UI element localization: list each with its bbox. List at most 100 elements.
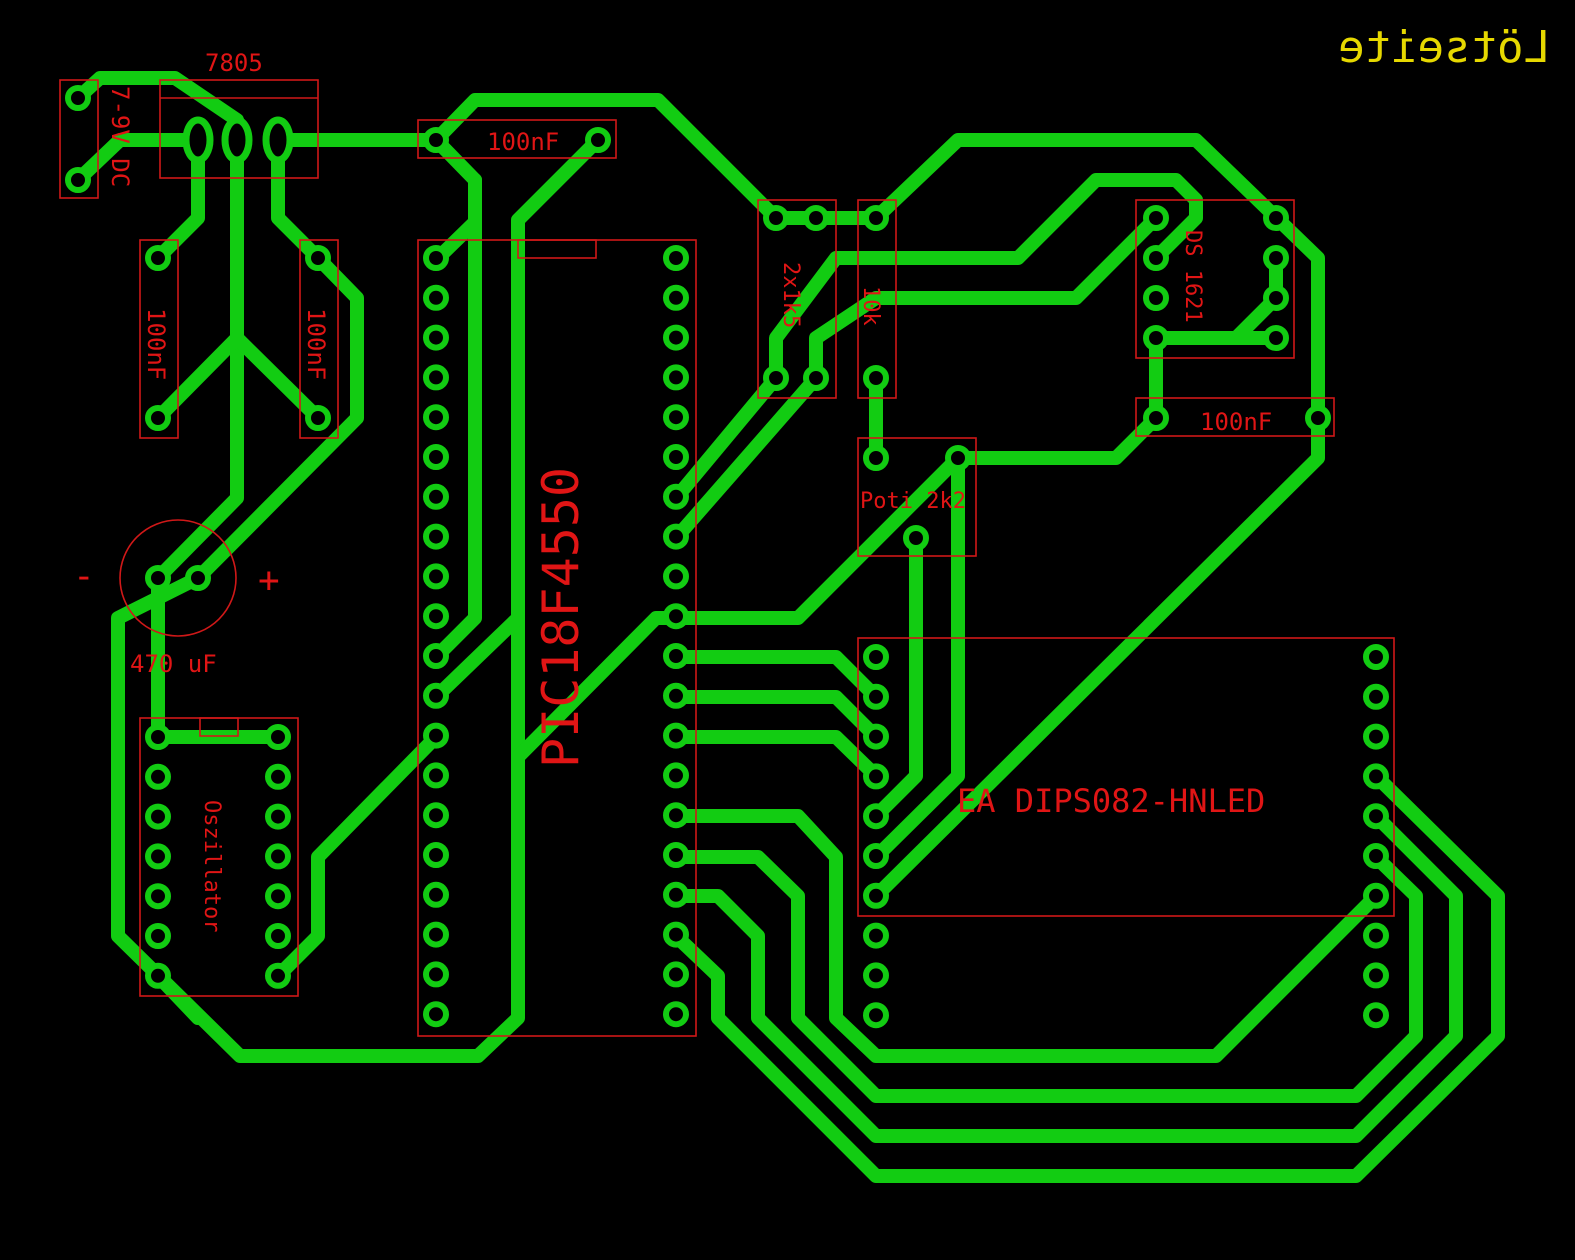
pad	[423, 682, 449, 709]
pad	[1143, 405, 1169, 431]
pad	[305, 245, 331, 271]
pad	[1363, 962, 1389, 989]
pad	[663, 364, 689, 391]
pad	[1363, 882, 1389, 909]
trace-poti-wiper	[869, 531, 923, 823]
pad	[145, 923, 171, 949]
pad	[221, 116, 253, 164]
trace-cap-to-elcap	[191, 251, 364, 585]
label-res-10k: 10k	[858, 286, 883, 326]
trace-input-top	[71, 71, 244, 147]
pad	[1363, 763, 1389, 790]
pad	[423, 921, 449, 948]
pad	[265, 962, 291, 989]
pad	[185, 565, 211, 591]
pad	[863, 683, 889, 710]
pad	[1363, 683, 1389, 710]
copper-traces	[71, 71, 1505, 1183]
pad	[182, 116, 214, 164]
pad	[262, 116, 294, 164]
trace-r2-mcu	[669, 371, 823, 545]
trace-mcu-disp-2	[669, 690, 883, 744]
trace-res-mcu-1	[769, 173, 1203, 385]
pad	[423, 404, 449, 431]
pad	[1143, 205, 1169, 231]
pad	[663, 842, 689, 868]
pad	[1263, 325, 1289, 351]
pad	[423, 563, 449, 590]
outline-7805	[159, 79, 319, 179]
pad	[863, 962, 889, 989]
pad	[863, 803, 889, 830]
pad	[265, 883, 291, 910]
trace-top-loop	[429, 93, 783, 225]
outline-res-pair	[757, 199, 837, 399]
pad	[863, 882, 889, 909]
label-elcap-value: 470 uF	[130, 650, 217, 678]
pad	[423, 364, 449, 391]
pad	[863, 723, 889, 750]
trace-gnd-split	[151, 331, 325, 425]
trace-100nf-right-down	[111, 133, 605, 1063]
trace-input-bottom	[71, 133, 205, 187]
trace-mcu-disp-3	[669, 730, 883, 783]
pad	[423, 722, 449, 749]
pad	[663, 1001, 689, 1028]
pad	[663, 961, 689, 988]
pad-columns	[145, 245, 1389, 1029]
pad	[803, 365, 829, 391]
label-cap-left1: 100nF	[142, 308, 170, 380]
pad	[803, 205, 829, 231]
label-elcap-minus: -	[73, 556, 95, 597]
pad	[423, 245, 449, 271]
pad	[423, 961, 449, 988]
pad	[863, 763, 889, 790]
trace-loop-2	[669, 850, 1423, 1103]
pad	[145, 565, 171, 591]
pad	[265, 803, 291, 830]
trace-res-mcu-2	[809, 211, 1163, 385]
pad	[65, 167, 91, 193]
pad	[945, 445, 971, 471]
label-display: EA DIPS082-HNLED	[957, 782, 1265, 820]
pad	[265, 763, 291, 790]
pad	[663, 245, 689, 271]
pad	[663, 563, 689, 590]
pad	[305, 405, 331, 431]
label-oscillator: Oszillator	[199, 800, 224, 932]
component-labels: 7805 7-9V DC 100nF 100nF 100nF - + 470 u…	[73, 49, 1272, 932]
pad	[763, 205, 789, 231]
pad	[663, 444, 689, 470]
pad	[1143, 245, 1169, 271]
pad	[1363, 723, 1389, 750]
pad	[863, 365, 889, 391]
label-cap-right: 100nF	[1200, 408, 1272, 436]
pad	[663, 762, 689, 789]
pad	[1363, 1002, 1389, 1029]
pad	[265, 843, 291, 870]
outline-cap-right	[1135, 397, 1335, 437]
pad	[663, 523, 689, 550]
pad	[663, 284, 689, 311]
pad	[663, 722, 689, 749]
trace-loop-4	[669, 769, 1505, 1183]
pad	[1263, 285, 1289, 311]
pad	[903, 525, 929, 551]
pad	[145, 763, 171, 790]
trace-reg-gnd-leg	[151, 133, 244, 585]
pad	[863, 205, 889, 231]
pad	[423, 802, 449, 829]
pad	[663, 643, 689, 669]
trace-poti-mcu	[669, 451, 965, 625]
pad	[585, 127, 611, 153]
label-ds1621: DS 1621	[1180, 230, 1205, 323]
pad	[663, 483, 689, 510]
pad	[145, 962, 171, 989]
pad	[423, 127, 449, 153]
trace-poti-disp	[869, 451, 965, 864]
svg-text:Lötseite: Lötseite	[1338, 22, 1550, 73]
pad	[423, 444, 449, 470]
pad	[1263, 205, 1289, 231]
pad	[663, 324, 689, 351]
